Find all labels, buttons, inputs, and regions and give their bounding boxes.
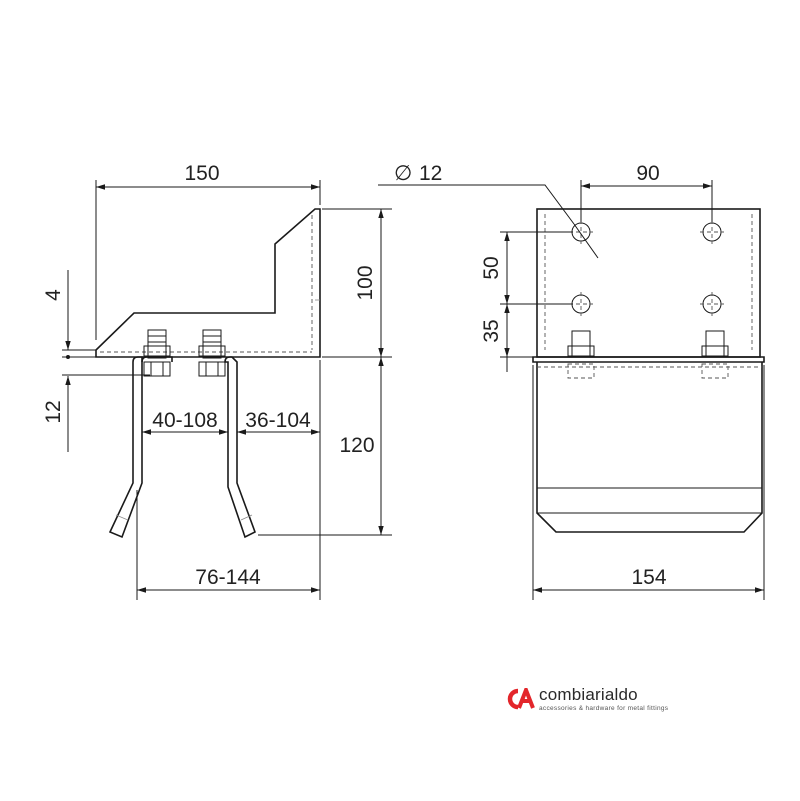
hole-centerlines <box>569 220 724 316</box>
front-lower-body <box>536 362 763 533</box>
dim-inner-span: 40-108 <box>152 409 217 432</box>
right-arm-inner <box>224 356 256 539</box>
dim-upper-height: 100 <box>354 265 377 300</box>
side-bracket-outline <box>95 208 321 358</box>
leader-diameter-tail <box>573 223 599 259</box>
ca-logo-icon <box>507 688 535 710</box>
dim-plate-thickness: 4 <box>42 289 65 301</box>
dim-outer-span: 36-104 <box>245 409 311 432</box>
arm-right-marking <box>240 514 253 521</box>
dim-gap: 12 <box>42 400 65 423</box>
hole-top-right <box>702 222 722 242</box>
hole-bottom-left <box>571 294 591 314</box>
dim-point-4 <box>66 355 70 359</box>
center-channel-left <box>141 356 173 363</box>
side-bracket-hidden-lines <box>100 215 313 353</box>
front-bolt-right <box>701 330 729 379</box>
brand-name: combiarialdo <box>539 685 638 704</box>
dim-lower-height: 120 <box>339 434 374 457</box>
arm-left-marking <box>115 514 129 521</box>
dim-hole-spacing-h: 90 <box>636 162 659 185</box>
left-arm <box>108 356 143 539</box>
hole-bottom-right <box>702 294 722 314</box>
dim-hole-spacing-v: 50 <box>480 256 503 279</box>
leader-diameter <box>378 184 575 225</box>
brand-tagline: accessories & hardware for metal fitting… <box>539 705 669 712</box>
dim-hole-diameter: 12 <box>419 162 442 185</box>
dim-front-width: 154 <box>631 566 666 589</box>
front-base-flange <box>532 356 765 363</box>
diameter-symbol: ∅ <box>394 162 412 185</box>
front-plate-hidden-lines <box>544 214 753 350</box>
front-bolt-left <box>567 330 595 379</box>
side-view: 150 4 12 40-108 36-104 100 120 76-144 <box>42 162 392 600</box>
front-view: 90 ∅ 12 50 35 154 <box>378 162 765 600</box>
front-upper-plate <box>536 208 761 358</box>
bolt-right <box>198 329 226 377</box>
dim-hole-offset: 35 <box>480 319 503 342</box>
dim-side-width: 150 <box>184 162 219 185</box>
bolt-left <box>143 329 171 377</box>
dim-total-span: 76-144 <box>195 566 261 589</box>
